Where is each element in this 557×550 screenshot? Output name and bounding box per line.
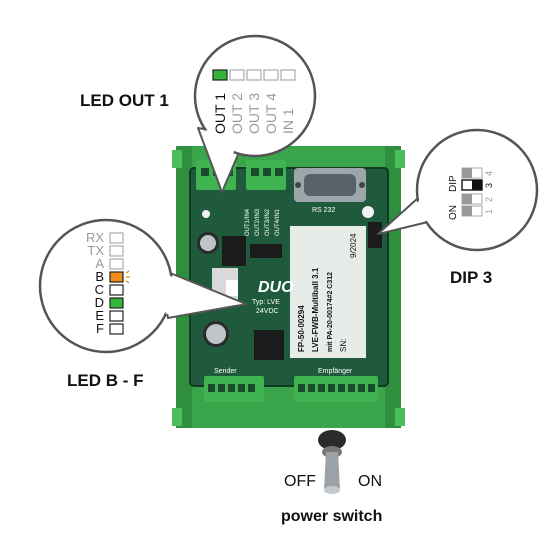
ic-chip: [222, 236, 246, 266]
dip-num-3: 3: [484, 183, 494, 188]
led-out3: [246, 69, 262, 81]
label-rx: RX: [86, 230, 104, 245]
label-a: A: [95, 256, 104, 271]
top-connector-mid: [246, 160, 286, 190]
label-out1: OUT 1: [212, 93, 228, 134]
switch-on-label: ON: [358, 473, 382, 490]
out1-text: OUT1/IN4: [245, 208, 251, 236]
led-e: [109, 310, 124, 322]
out2-text: OUT2/IN3: [255, 208, 261, 236]
led-out-panel: OUT 1 OUT 2 OUT 3 OUT 4 IN 1: [212, 69, 296, 134]
led-out2: [229, 69, 245, 81]
led-f: [109, 323, 124, 335]
led-bf-callout: [38, 218, 247, 354]
power-toggle-switch[interactable]: [318, 430, 346, 494]
label-out3: OUT 3: [246, 93, 262, 134]
capacitor: [197, 232, 219, 254]
rs232-connector: [294, 168, 366, 202]
dip-switch-2: [461, 193, 483, 205]
bottom-connector-sender: [204, 376, 264, 402]
led-c: [109, 284, 124, 296]
led-bf-caption: LED B - F: [67, 371, 144, 390]
date-text: 9/2024: [349, 233, 358, 258]
label-b: B: [95, 269, 104, 284]
dip-num-4: 4: [484, 171, 494, 176]
led-tx: [109, 245, 124, 257]
label-out2: OUT 2: [229, 93, 245, 134]
dip-switch-4: [461, 167, 483, 179]
out4-text: OUT4/IN1: [275, 208, 281, 236]
led-in1: [280, 69, 296, 81]
part-text: FP-50-00294: [297, 305, 306, 352]
dip-switch-block: [368, 222, 382, 248]
dip-bottom-label: ON: [448, 205, 459, 220]
led-out1-caption: LED OUT 1: [80, 91, 169, 110]
label-d: D: [95, 295, 104, 310]
dip-switch-1: [461, 205, 483, 217]
empfaenger-text: Empfänger: [318, 368, 353, 375]
brand-text: DUO: [258, 279, 294, 296]
led-out-squares: [212, 69, 296, 81]
ic-chip: [254, 330, 284, 360]
led-out-callout: [193, 34, 317, 193]
label-out4: OUT 4: [263, 93, 279, 134]
label-sticker: [290, 226, 366, 358]
mount-hole: [362, 206, 374, 218]
dip-switch-3: [461, 179, 483, 191]
dip-panel: DIP ON 4 3 2 1: [448, 167, 494, 220]
capacitor: [203, 321, 229, 347]
label-c: C: [95, 282, 104, 297]
led-d-lit: [109, 297, 124, 309]
voltage-text: 24VDC: [256, 308, 279, 315]
switch-off-label: OFF: [284, 473, 316, 490]
dip-top-label: DIP: [448, 175, 459, 192]
typ-text: Typ: LVE: [252, 299, 280, 306]
led-out4: [263, 69, 279, 81]
power-switch-caption: power switch: [281, 508, 383, 525]
dip3-caption: DIP 3: [450, 268, 493, 287]
label-f: F: [96, 321, 104, 336]
led-rx: [109, 232, 124, 244]
led-out1-lit: [212, 69, 228, 81]
model-text: LVE-FWB-Multiball 3.1: [311, 267, 320, 352]
blink-indicator-icon: [125, 270, 130, 284]
bottom-connector-empfaenger: [294, 376, 378, 402]
led-b-lit: [109, 271, 124, 283]
led-left-panel: RX TX A B C D E F: [86, 230, 130, 336]
label-in1: IN 1: [280, 108, 296, 134]
out3-text: OUT3/IN2: [265, 208, 271, 236]
sn-text: SN:: [339, 339, 348, 352]
dip-num-2: 2: [484, 197, 494, 202]
dip-num-1: 1: [484, 209, 494, 214]
pa-text: mit PA-20-00174#2 C312: [327, 272, 334, 352]
led-a: [109, 258, 124, 270]
sender-text: Sender: [214, 368, 237, 375]
label-e: E: [95, 308, 104, 323]
relay-window: [226, 280, 238, 296]
mount-hole: [202, 210, 210, 218]
rs232-text: RS 232: [312, 207, 335, 214]
ic-chip: [250, 244, 282, 258]
label-tx: TX: [87, 243, 104, 258]
